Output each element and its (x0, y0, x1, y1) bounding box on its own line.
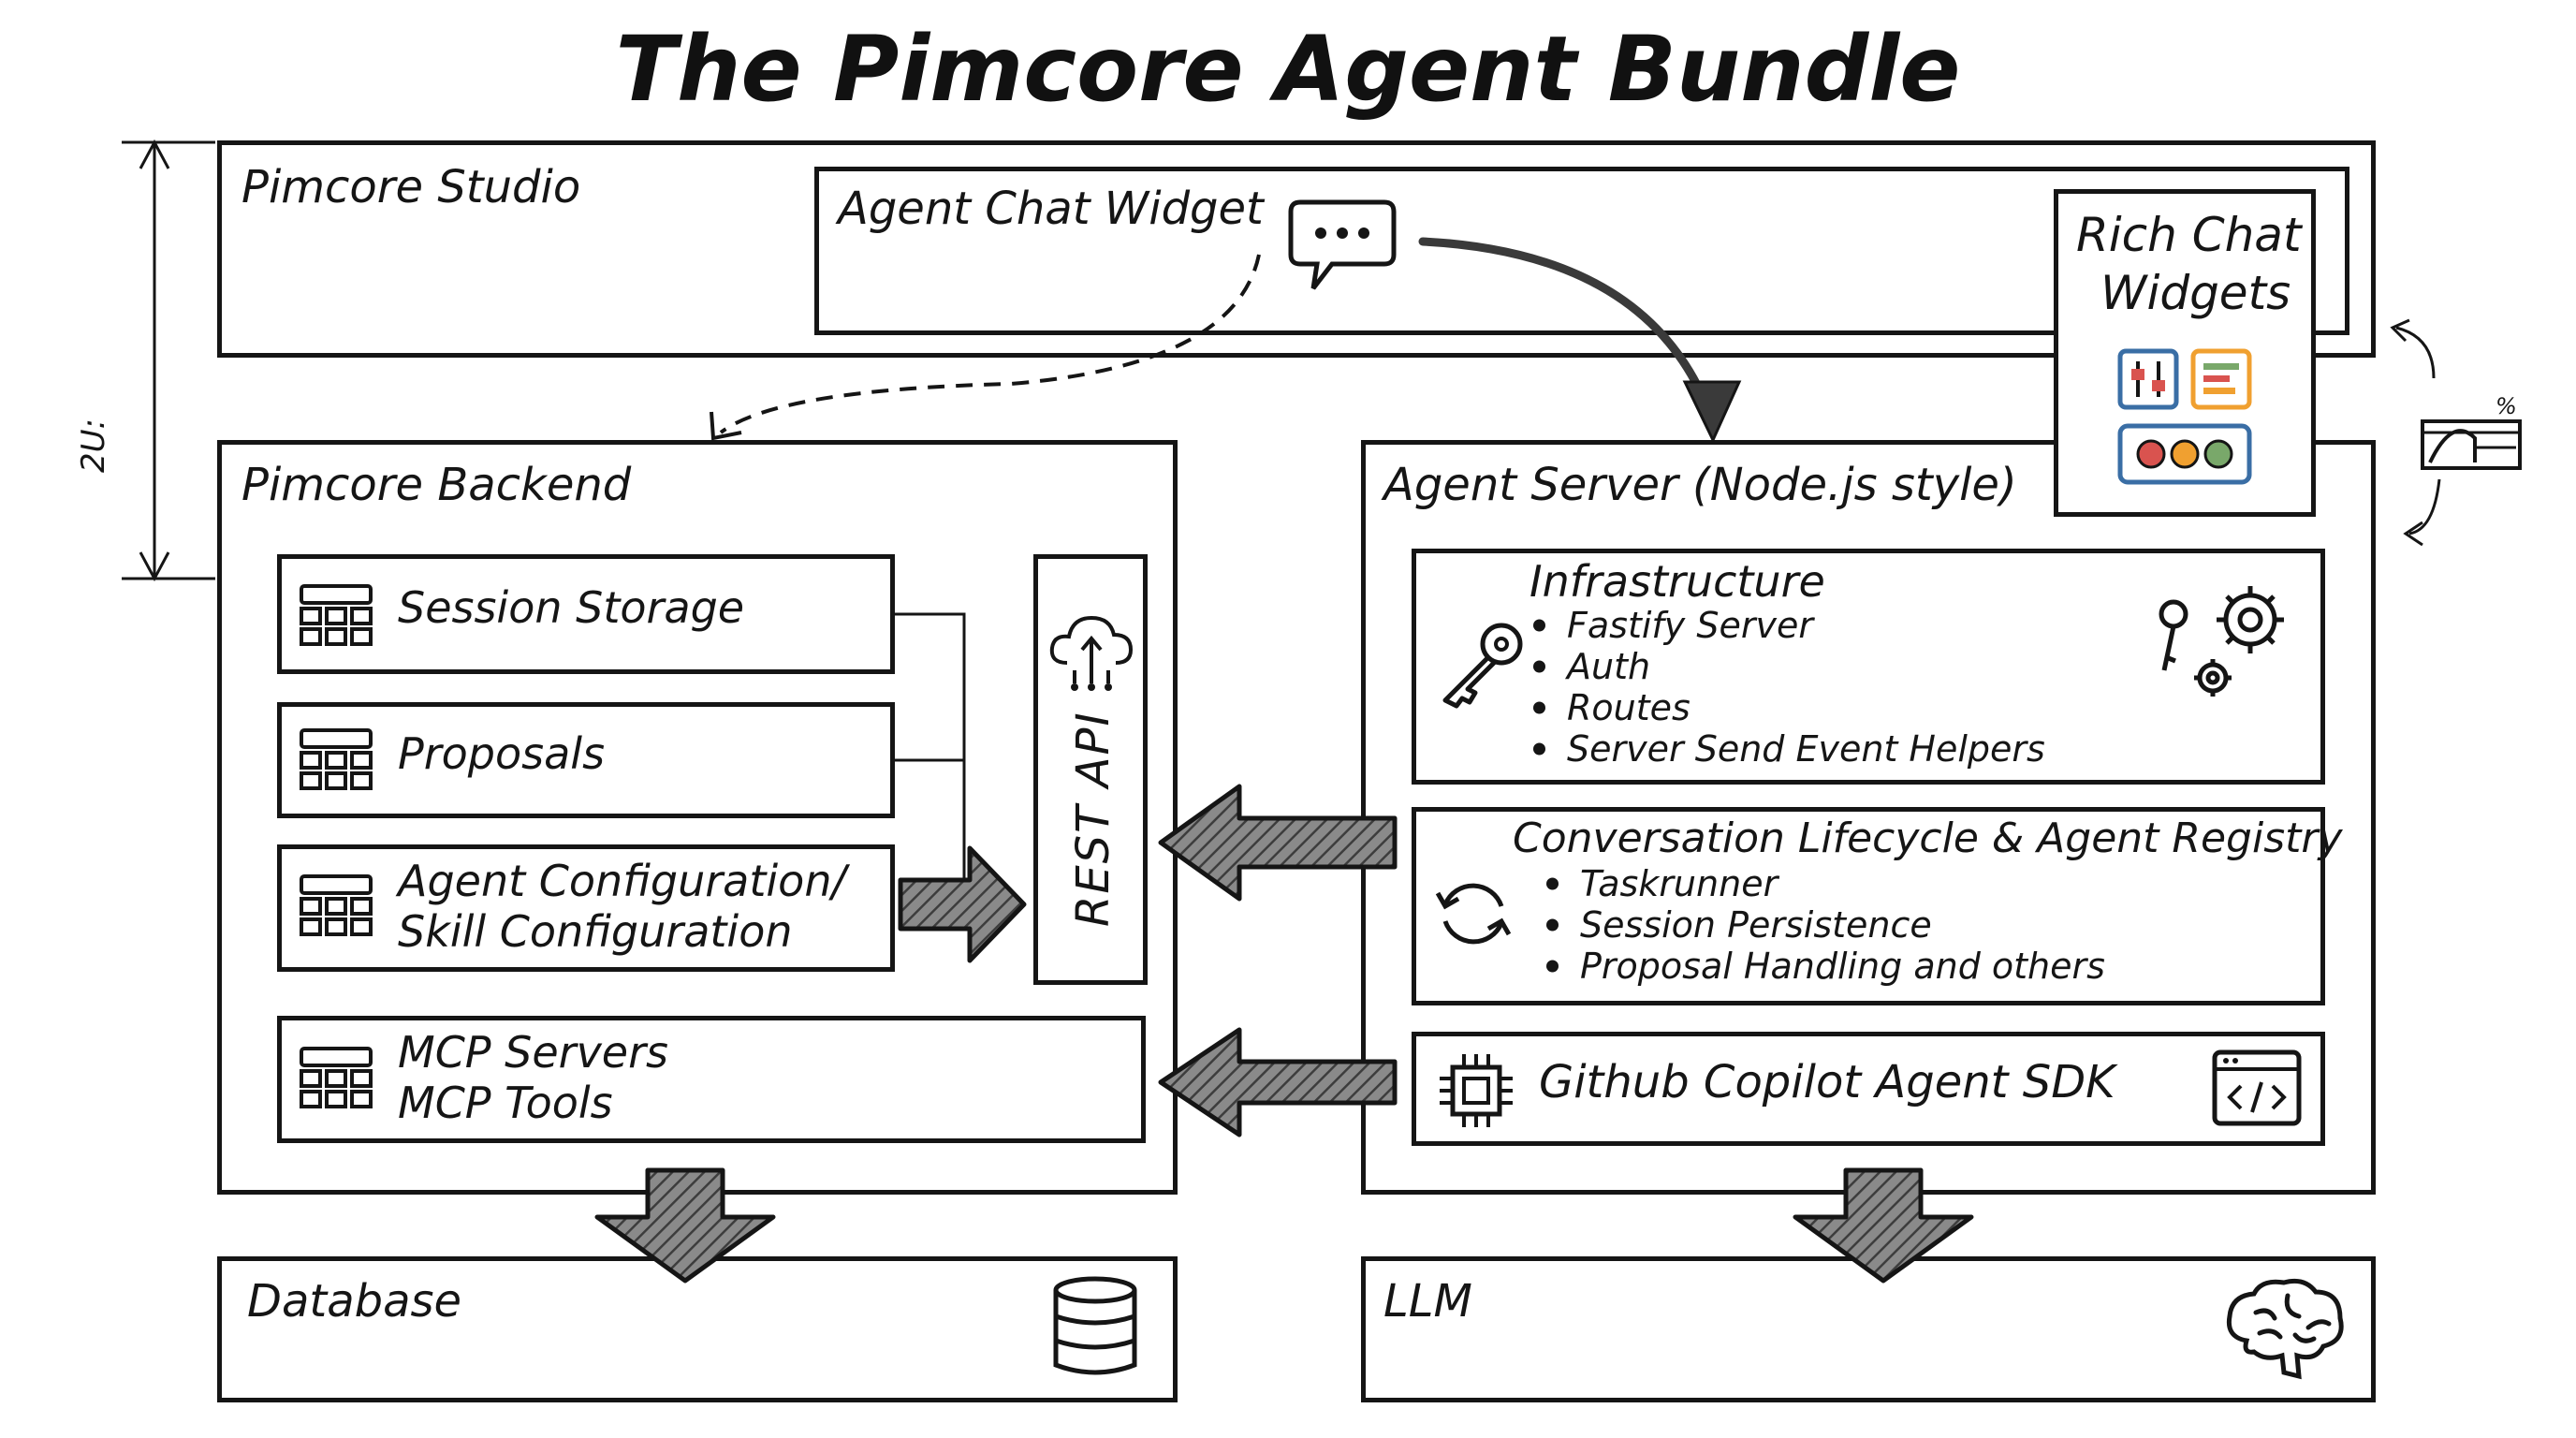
code-window-icon (2212, 1049, 2302, 1126)
conversation-lifecycle-item: Session Persistence (1541, 904, 2105, 946)
diagram-title: The Pimcore Agent Bundle (615, 17, 1961, 122)
chart-widget-icon (2421, 419, 2522, 470)
rich-chat-widgets-label-2: Widgets (2100, 266, 2291, 320)
gears-icon (2159, 586, 2284, 697)
color-dots-widget-icon (2117, 423, 2252, 485)
agent-configuration-box[interactable] (277, 844, 895, 972)
chip-icon (1440, 1054, 1513, 1127)
infrastructure-item: Auth (1528, 646, 2045, 687)
database-label: Database (247, 1275, 462, 1328)
copilot-sdk-box[interactable] (1412, 1032, 2325, 1146)
database-icon (1053, 1276, 1137, 1375)
conversation-lifecycle-item: Proposal Handling and others (1541, 946, 2105, 987)
proposals-label: Proposals (398, 728, 606, 779)
infrastructure-item: Fastify Server (1528, 605, 2045, 646)
agent-configuration-label-2: Skill Configuration (398, 906, 793, 957)
config-to-rest-arrow (898, 845, 1027, 963)
agent-server-label: Agent Server (Node.js style) (1383, 459, 2017, 511)
table-icon (300, 584, 373, 646)
chat-to-agent-server-arrow (1418, 237, 1714, 417)
chat-to-backend-dashed-arrow (719, 254, 1261, 434)
infrastructure-item: Server Send Event Helpers (1528, 728, 2045, 770)
lifecycle-to-rest-arrow (1158, 784, 1398, 902)
table-icon (300, 1047, 373, 1108)
key-icon (1442, 623, 1523, 709)
infrastructure-list: Fastify Server Auth Routes Server Send E… (1528, 605, 2045, 770)
llm-label: LLM (1383, 1275, 1472, 1328)
copilot-sdk-label: Github Copilot Agent SDK (1539, 1056, 2115, 1108)
mcp-servers-label: MCP Servers (398, 1027, 668, 1078)
llm-panel (1361, 1256, 2376, 1402)
database-panel (217, 1256, 1178, 1402)
conversation-lifecycle-item: Taskrunner (1541, 863, 2105, 904)
rest-api-box[interactable] (1033, 554, 1148, 985)
pimcore-backend-label: Pimcore Backend (242, 459, 632, 511)
sliders-widget-icon (2117, 348, 2179, 410)
agent-chat-widget-label: Agent Chat Widget (838, 183, 1264, 235)
cloud-api-icon (1049, 615, 1134, 691)
proposals-box[interactable] (277, 702, 895, 818)
table-icon (300, 728, 373, 790)
list-widget-icon (2190, 348, 2252, 410)
rich-chat-widgets-label-1: Rich Chat (2076, 208, 2302, 262)
conversation-lifecycle-list: Taskrunner Session Persistence Proposal … (1541, 863, 2105, 987)
storage-connector-line (895, 612, 966, 904)
conversation-lifecycle-heading: Conversation Lifecycle & Agent Registry (1513, 814, 2343, 862)
agent-configuration-label-1: Agent Configuration/ (398, 856, 846, 906)
refresh-cycle-icon (1435, 883, 1512, 945)
session-storage-label: Session Storage (398, 582, 745, 633)
mcp-box[interactable] (277, 1016, 1146, 1143)
infrastructure-heading: Infrastructure (1530, 556, 1825, 607)
curved-arrow-bottom (2408, 478, 2441, 536)
brain-icon (2226, 1278, 2344, 1380)
curved-arrow-top (2395, 326, 2436, 379)
backend-to-database-arrow (594, 1167, 776, 1284)
infrastructure-item: Routes (1528, 687, 2045, 728)
percent-label: % (2496, 393, 2517, 419)
copilot-to-mcp-arrow (1158, 1027, 1398, 1137)
session-storage-box[interactable] (277, 554, 895, 674)
mcp-tools-label: MCP Tools (398, 1078, 613, 1128)
chat-bubble-icon (1288, 199, 1397, 290)
table-icon (300, 874, 373, 936)
pimcore-studio-label: Pimcore Studio (242, 161, 581, 213)
agent-server-to-llm-arrow (1793, 1167, 1974, 1284)
